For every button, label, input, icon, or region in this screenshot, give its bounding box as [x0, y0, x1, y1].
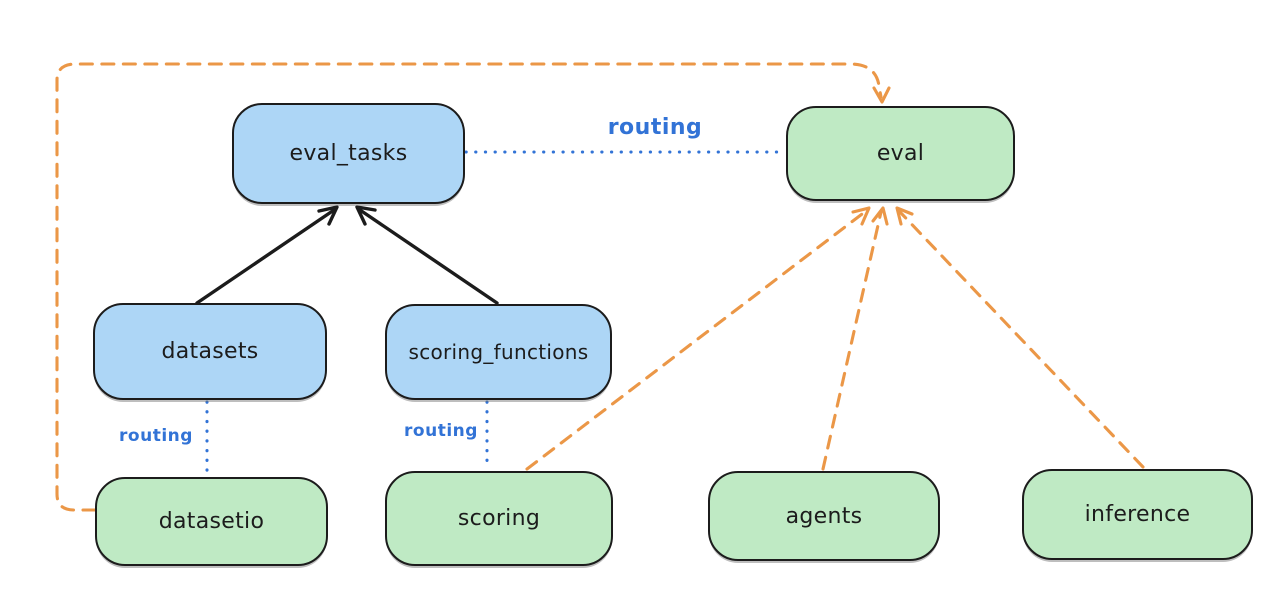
node-datasets-label: datasets [161, 339, 259, 364]
edge-scoring-functions-to-eval-tasks [355, 205, 499, 305]
edge-label-routing-top: routing [607, 115, 703, 140]
node-datasets: datasets [93, 303, 327, 400]
node-eval-tasks: eval_tasks [232, 103, 465, 204]
node-eval-label: eval [876, 141, 925, 166]
node-scoring-functions-label: scoring_functions [408, 340, 589, 364]
edge-label-routing-left: routing [119, 426, 193, 446]
edge-datasets-to-eval-tasks [195, 205, 339, 305]
edge-label-routing-middle: routing [404, 421, 478, 441]
node-agents: agents [708, 471, 940, 561]
node-datasetio: datasetio [95, 477, 328, 566]
node-inference-label: inference [1084, 502, 1191, 527]
edge-agents-to-eval [821, 206, 889, 471]
node-scoring: scoring [385, 471, 613, 566]
node-agents-label: agents [785, 503, 863, 529]
node-eval: eval [786, 106, 1015, 201]
node-eval-tasks-label: eval_tasks [289, 141, 408, 166]
edge-scoring-to-eval [525, 206, 871, 471]
edge-datasetio-to-eval [55, 62, 891, 512]
node-inference: inference [1022, 469, 1253, 560]
node-scoring-label: scoring [457, 506, 541, 531]
edge-inference-to-eval [895, 206, 1145, 469]
node-datasetio-label: datasetio [158, 509, 265, 534]
node-scoring-functions: scoring_functions [385, 304, 612, 400]
